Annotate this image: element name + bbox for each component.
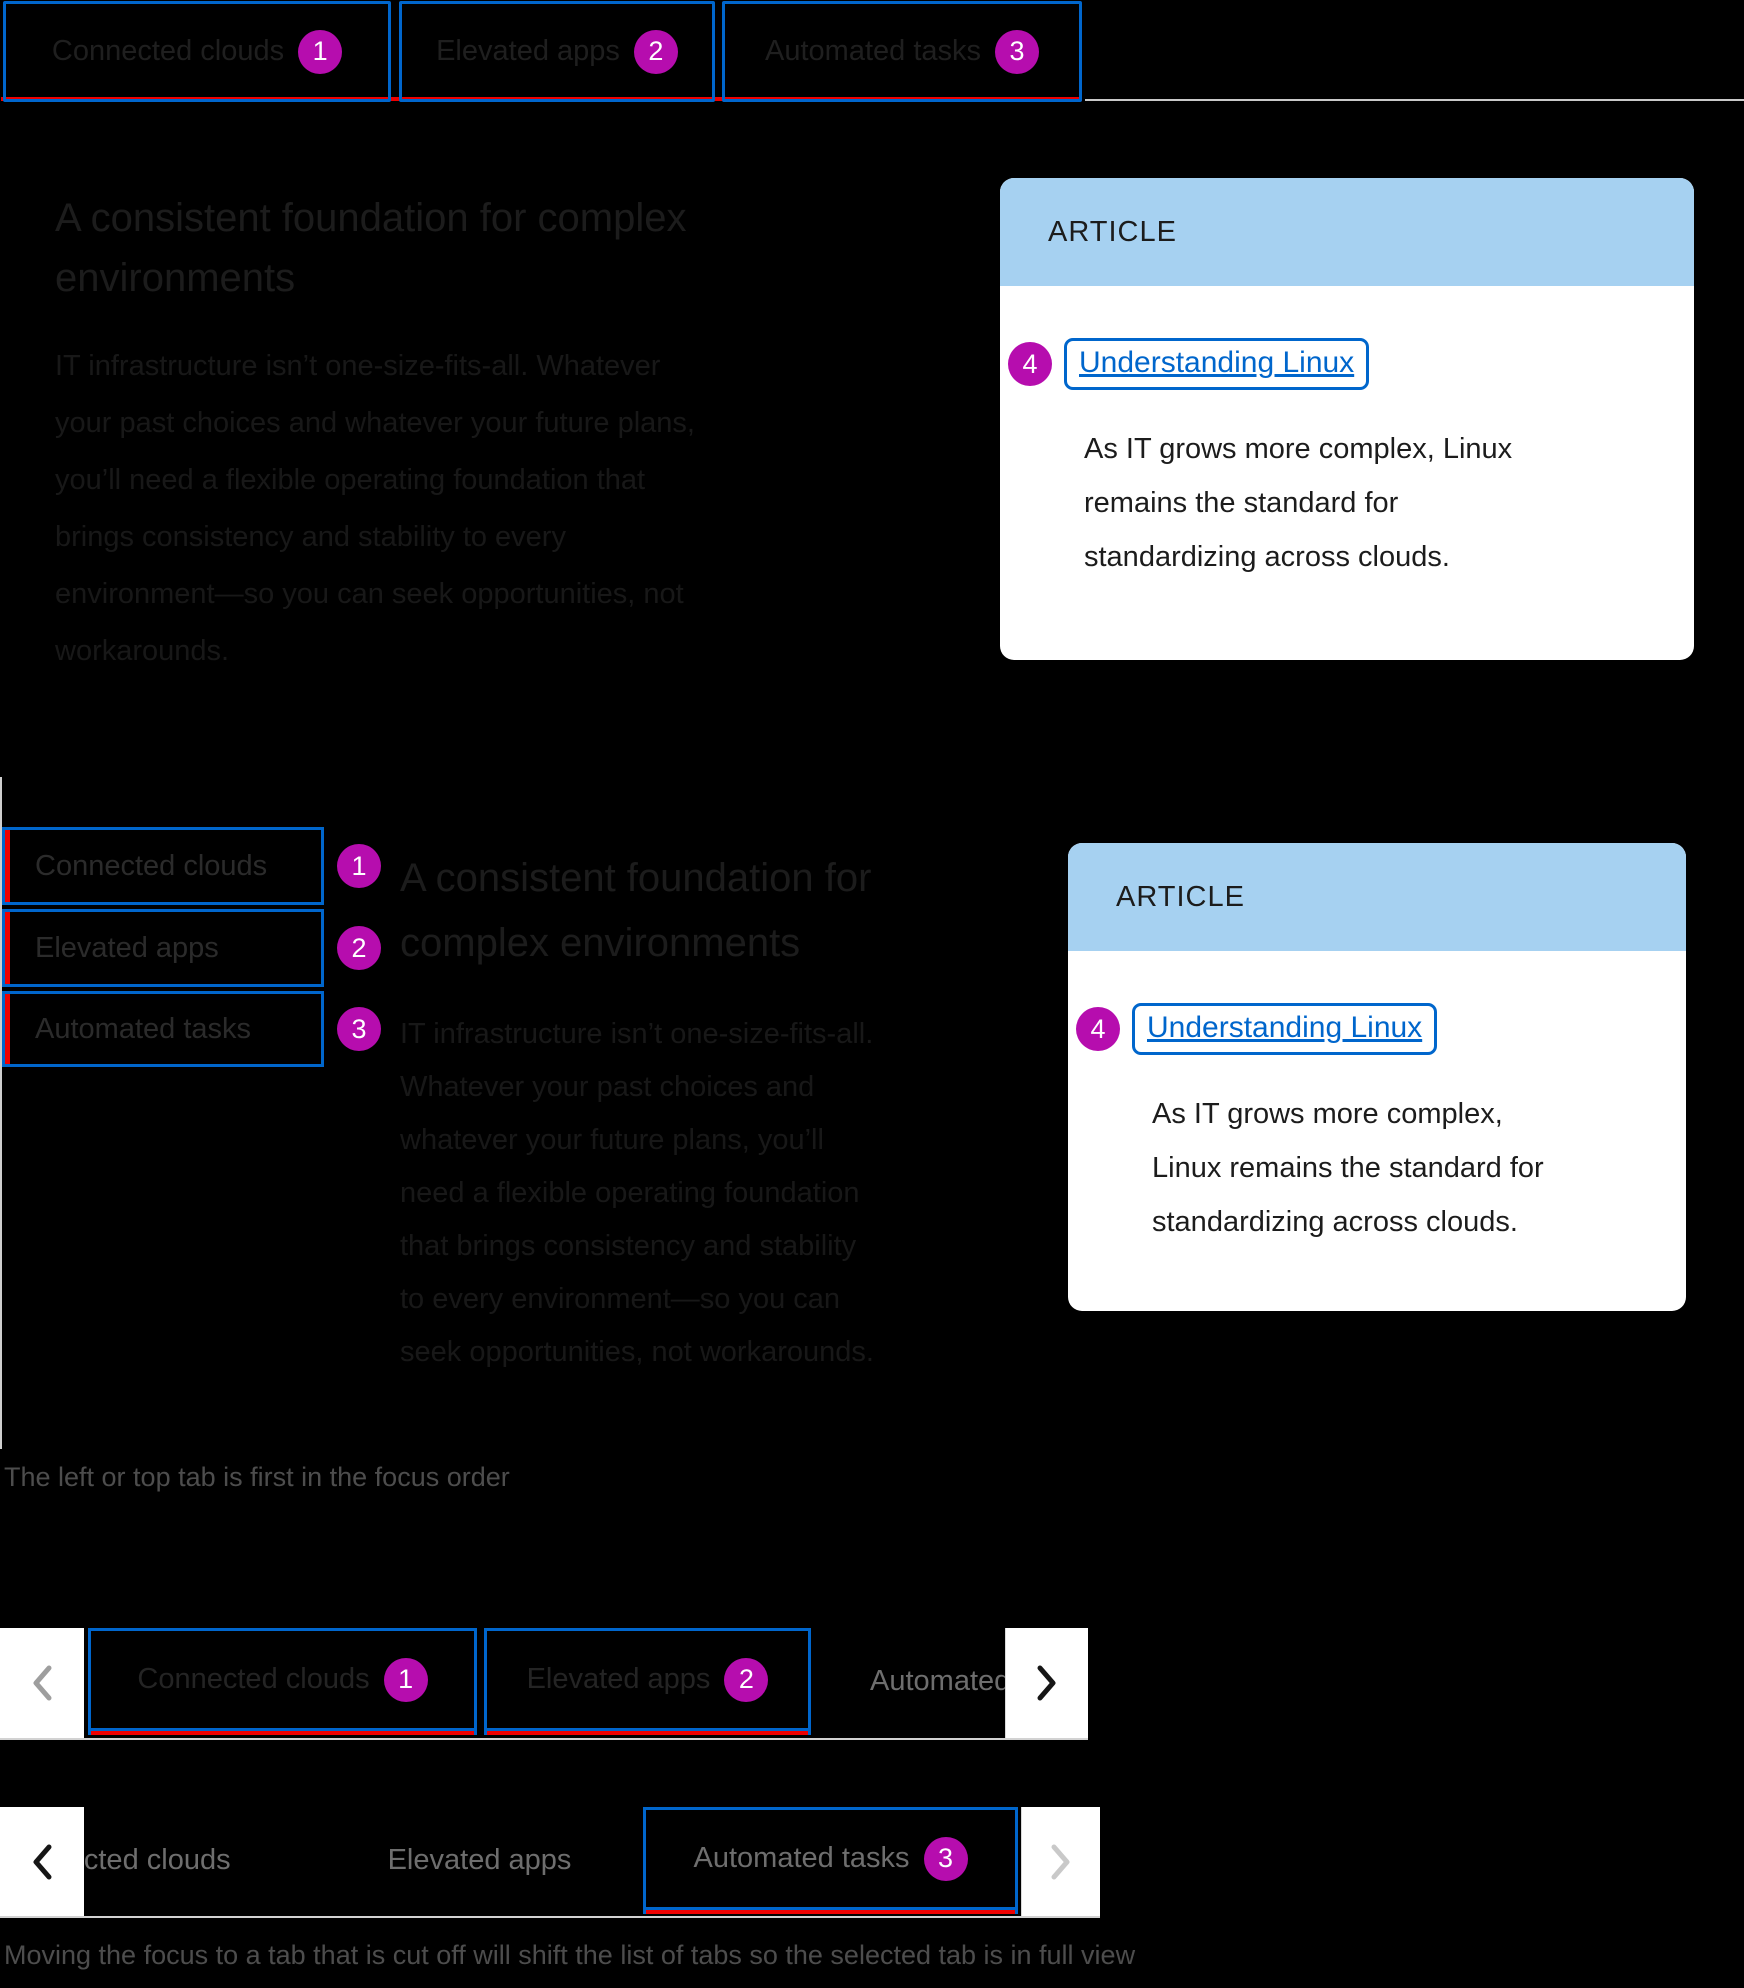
- focus-order-badge-1: 1: [298, 29, 343, 74]
- vertical-tab-automated-tasks[interactable]: Automated tasks: [2, 991, 324, 1067]
- content-heading: A consistent foundation for complex envi…: [400, 856, 872, 965]
- focus-order-badge-3: 3: [923, 1836, 968, 1881]
- content-paragraph: IT infrastructure isn’t one-size-fits-al…: [55, 350, 695, 667]
- article-eyebrow: ARTICLE: [1048, 215, 1177, 248]
- focus-order-badge-2: 2: [633, 29, 678, 74]
- tab-label: Automated tasks: [693, 1842, 910, 1874]
- chevron-left-icon: [33, 1665, 52, 1701]
- tab-connected-clouds-clipped[interactable]: Connected clouds: [84, 1807, 309, 1914]
- tab-bar-divider: [1085, 99, 1744, 101]
- tab-bar-divider: [0, 1916, 1100, 1918]
- overflow-tab-row-end: Connected clouds Elevated apps Automated…: [0, 1807, 1100, 1918]
- tab-label: Automated tasks: [870, 1665, 1005, 1697]
- vertical-tab-elevated-apps[interactable]: Elevated apps: [2, 909, 324, 987]
- understanding-linux-link[interactable]: Understanding Linux: [1079, 346, 1355, 379]
- tab-elevated-apps[interactable]: Elevated apps: [316, 1807, 643, 1914]
- article-eyebrow: ARTICLE: [1116, 880, 1245, 913]
- content-paragraph: IT infrastructure isn’t one-size-fits-al…: [400, 1018, 874, 1368]
- tabs-viewport: Connected clouds 1 Elevated apps 2 Autom…: [84, 1628, 1005, 1738]
- tab-automated-tasks-clipped[interactable]: Automated tasks 3: [818, 1628, 1005, 1735]
- vertical-demo-caption: The left or top tab is first in the focu…: [4, 1462, 510, 1492]
- chevron-right-icon: [1037, 1665, 1056, 1701]
- scroll-left-button[interactable]: [0, 1807, 84, 1916]
- tab-connected-clouds[interactable]: Connected clouds 1: [3, 1, 391, 102]
- article-card: ARTICLE 4 Understanding Linux As IT grow…: [1000, 178, 1694, 660]
- tab-bar-divider: [0, 1738, 1088, 1740]
- article-card-header: ARTICLE: [1068, 843, 1686, 951]
- article-card-header: ARTICLE: [1000, 178, 1694, 286]
- focus-order-badge-3: 3: [337, 1007, 381, 1051]
- tab-automated-tasks[interactable]: Automated tasks 3: [643, 1807, 1018, 1914]
- focus-order-badge-3: 3: [995, 29, 1039, 74]
- tab-label: Elevated apps: [436, 35, 620, 67]
- focus-order-badge-2: 2: [724, 1657, 769, 1702]
- tab-label: Connected clouds: [137, 1663, 370, 1695]
- focus-order-badge-2: 2: [337, 926, 381, 970]
- overflow-demo-caption: Moving the focus to a tab that is cut of…: [4, 1940, 1136, 1970]
- tab-label: Elevated apps: [35, 931, 219, 964]
- article-card: ARTICLE 4 Understanding Linux As IT grow…: [1068, 843, 1686, 1311]
- focus-order-badge-4: 4: [1008, 342, 1052, 386]
- tab-connected-clouds[interactable]: Connected clouds 1: [88, 1628, 477, 1735]
- tab-label: Connected clouds: [51, 35, 285, 67]
- vertical-tab-connected-clouds[interactable]: Connected clouds: [2, 827, 324, 905]
- tab-label: Automated tasks: [35, 1012, 251, 1045]
- tab-label: Connected clouds: [84, 1844, 231, 1876]
- overflow-tab-row-start: Connected clouds 1 Elevated apps 2 Autom…: [0, 1628, 1088, 1740]
- chevron-left-icon: [33, 1844, 52, 1879]
- focus-order-badge-4: 4: [1076, 1007, 1120, 1051]
- tab-label: Automated tasks: [765, 35, 981, 67]
- tab-label: Elevated apps: [526, 1663, 711, 1695]
- link-focus-outline: Understanding Linux: [1132, 1003, 1438, 1055]
- understanding-linux-link[interactable]: Understanding Linux: [1147, 1011, 1423, 1044]
- chevron-right-icon: [1051, 1844, 1070, 1879]
- scroll-left-button[interactable]: [0, 1628, 84, 1738]
- focus-order-badge-1: 1: [383, 1657, 428, 1702]
- content-heading: A consistent foundation for complex envi…: [55, 196, 687, 300]
- article-description: As IT grows more complex, Linux remains …: [1152, 1098, 1544, 1238]
- tab-elevated-apps[interactable]: Elevated apps 2: [399, 1, 715, 102]
- tab-label: Elevated apps: [387, 1844, 572, 1876]
- scroll-right-button[interactable]: [1021, 1807, 1100, 1916]
- tab-elevated-apps[interactable]: Elevated apps 2: [484, 1628, 811, 1735]
- tabs-viewport: Connected clouds Elevated apps Automated…: [84, 1807, 1021, 1916]
- scroll-right-button[interactable]: [1005, 1628, 1088, 1738]
- tab-label: Connected clouds: [35, 849, 268, 882]
- vertical-tab-list-border: [0, 777, 2, 1449]
- focus-order-badge-1: 1: [337, 844, 381, 888]
- article-description: As IT grows more complex, Linux remains …: [1084, 433, 1513, 573]
- link-focus-outline: Understanding Linux: [1064, 338, 1370, 390]
- tab-automated-tasks[interactable]: Automated tasks 3: [722, 1, 1082, 102]
